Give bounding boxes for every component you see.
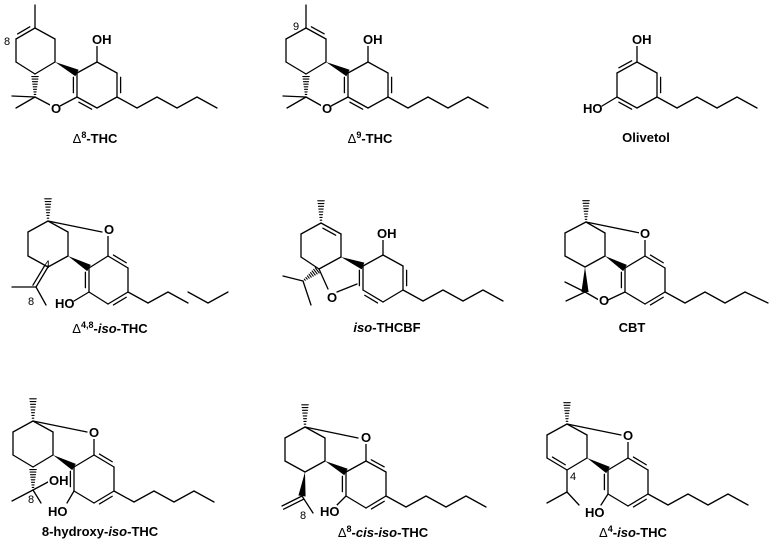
caption-prefix: Δ bbox=[72, 131, 82, 146]
caption-name: -THC bbox=[361, 131, 393, 146]
atom-label: HO bbox=[583, 101, 603, 116]
locant-label: 8 bbox=[300, 510, 306, 522]
caption-name: -THC bbox=[127, 524, 159, 539]
caption-name: -THC bbox=[116, 321, 148, 336]
caption-superscript: 8 bbox=[81, 130, 87, 140]
atom-label: O bbox=[104, 222, 114, 237]
caption-d48-iso-thc: Δ4,8-iso-THC bbox=[72, 320, 148, 336]
caption-cbt: CBT bbox=[619, 321, 646, 334]
caption-superscript: 4 bbox=[607, 524, 613, 534]
caption-name: -THC bbox=[397, 525, 429, 540]
caption-italic: iso bbox=[378, 525, 398, 540]
atom-label: O bbox=[361, 430, 371, 445]
caption-name: -THC bbox=[635, 525, 667, 540]
atom-label: O bbox=[327, 290, 337, 305]
locant-label: 9 bbox=[293, 21, 299, 33]
caption-italic: iso bbox=[97, 321, 117, 336]
atom-label: HO bbox=[48, 504, 68, 519]
molecule-iso-thcbf: OH O bbox=[282, 200, 504, 306]
caption-italic: cis bbox=[355, 525, 374, 540]
molecule-d9-thc: OH O 9 bbox=[282, 4, 489, 116]
caption-superscript: 9 bbox=[356, 130, 362, 140]
atom-label: OH bbox=[363, 32, 383, 47]
caption-prefix: Δ bbox=[599, 525, 608, 540]
caption-name: -THCBF bbox=[372, 320, 421, 335]
atom-label: O bbox=[640, 226, 650, 241]
caption-8-hydroxy-iso-thc: 8-hydroxy-iso-THC bbox=[42, 525, 158, 538]
caption-prefix: Δ bbox=[347, 131, 357, 146]
molecule-olivetol: OH HO bbox=[582, 32, 758, 116]
molecule-d48-iso-thc: O HO 4 8 bbox=[11, 198, 229, 311]
molecule-d8-cis-iso-thc: O HO 8 bbox=[281, 404, 487, 522]
caption-superscript: 4,8 bbox=[80, 320, 94, 330]
caption-name: CBT bbox=[618, 320, 646, 335]
atom-label: OH bbox=[92, 32, 112, 47]
atom-label: O bbox=[599, 293, 609, 308]
locant-label: 8 bbox=[28, 296, 34, 308]
caption-name: Olivetol bbox=[622, 130, 670, 145]
caption-superscript: 8 bbox=[346, 524, 352, 534]
caption-italic: iso bbox=[617, 525, 636, 540]
atom-label: HO bbox=[55, 296, 75, 311]
molecule-cbt: OO bbox=[564, 200, 769, 308]
atom-label: O bbox=[623, 428, 633, 443]
atom-label: HO bbox=[320, 504, 340, 519]
atom-label: O bbox=[51, 101, 61, 116]
caption-iso-thcbf: iso-THCBF bbox=[353, 321, 420, 334]
caption-name: -THC bbox=[86, 131, 118, 146]
caption-italic: iso bbox=[353, 320, 373, 335]
caption-d8-thc: Δ8-THC bbox=[72, 130, 118, 146]
atom-label: OH bbox=[377, 226, 397, 241]
locant-label: 4 bbox=[570, 471, 576, 483]
caption-prefix: Δ bbox=[337, 525, 347, 540]
atom-label: OH bbox=[632, 32, 652, 47]
caption-prefix: Δ bbox=[72, 321, 81, 336]
atom-label: HO bbox=[585, 505, 605, 520]
molecule-d4-iso-thc: O HO 4 bbox=[546, 402, 749, 520]
molecule-8-hydroxy-iso-thc: O OH HO 8 bbox=[11, 398, 215, 519]
locant-label: 8 bbox=[28, 494, 34, 506]
caption-d4-iso-thc: Δ4-iso-THC bbox=[599, 524, 667, 540]
locant-label: 4 bbox=[44, 259, 50, 271]
caption-d9-thc: Δ9-THC bbox=[347, 130, 393, 146]
molecule-d8-thc: OH O 8 bbox=[4, 4, 218, 116]
caption-olivetol: Olivetol bbox=[622, 131, 670, 144]
caption-italic: iso bbox=[108, 524, 128, 539]
atom-label: O bbox=[89, 425, 99, 440]
atom-label: OH bbox=[49, 473, 69, 488]
caption-d8-cis-iso-thc: Δ8-cis-iso-THC bbox=[337, 524, 429, 540]
caption-prefix: 8-hydroxy- bbox=[41, 524, 109, 539]
locant-label: 8 bbox=[4, 36, 10, 48]
atom-label: O bbox=[322, 101, 332, 116]
